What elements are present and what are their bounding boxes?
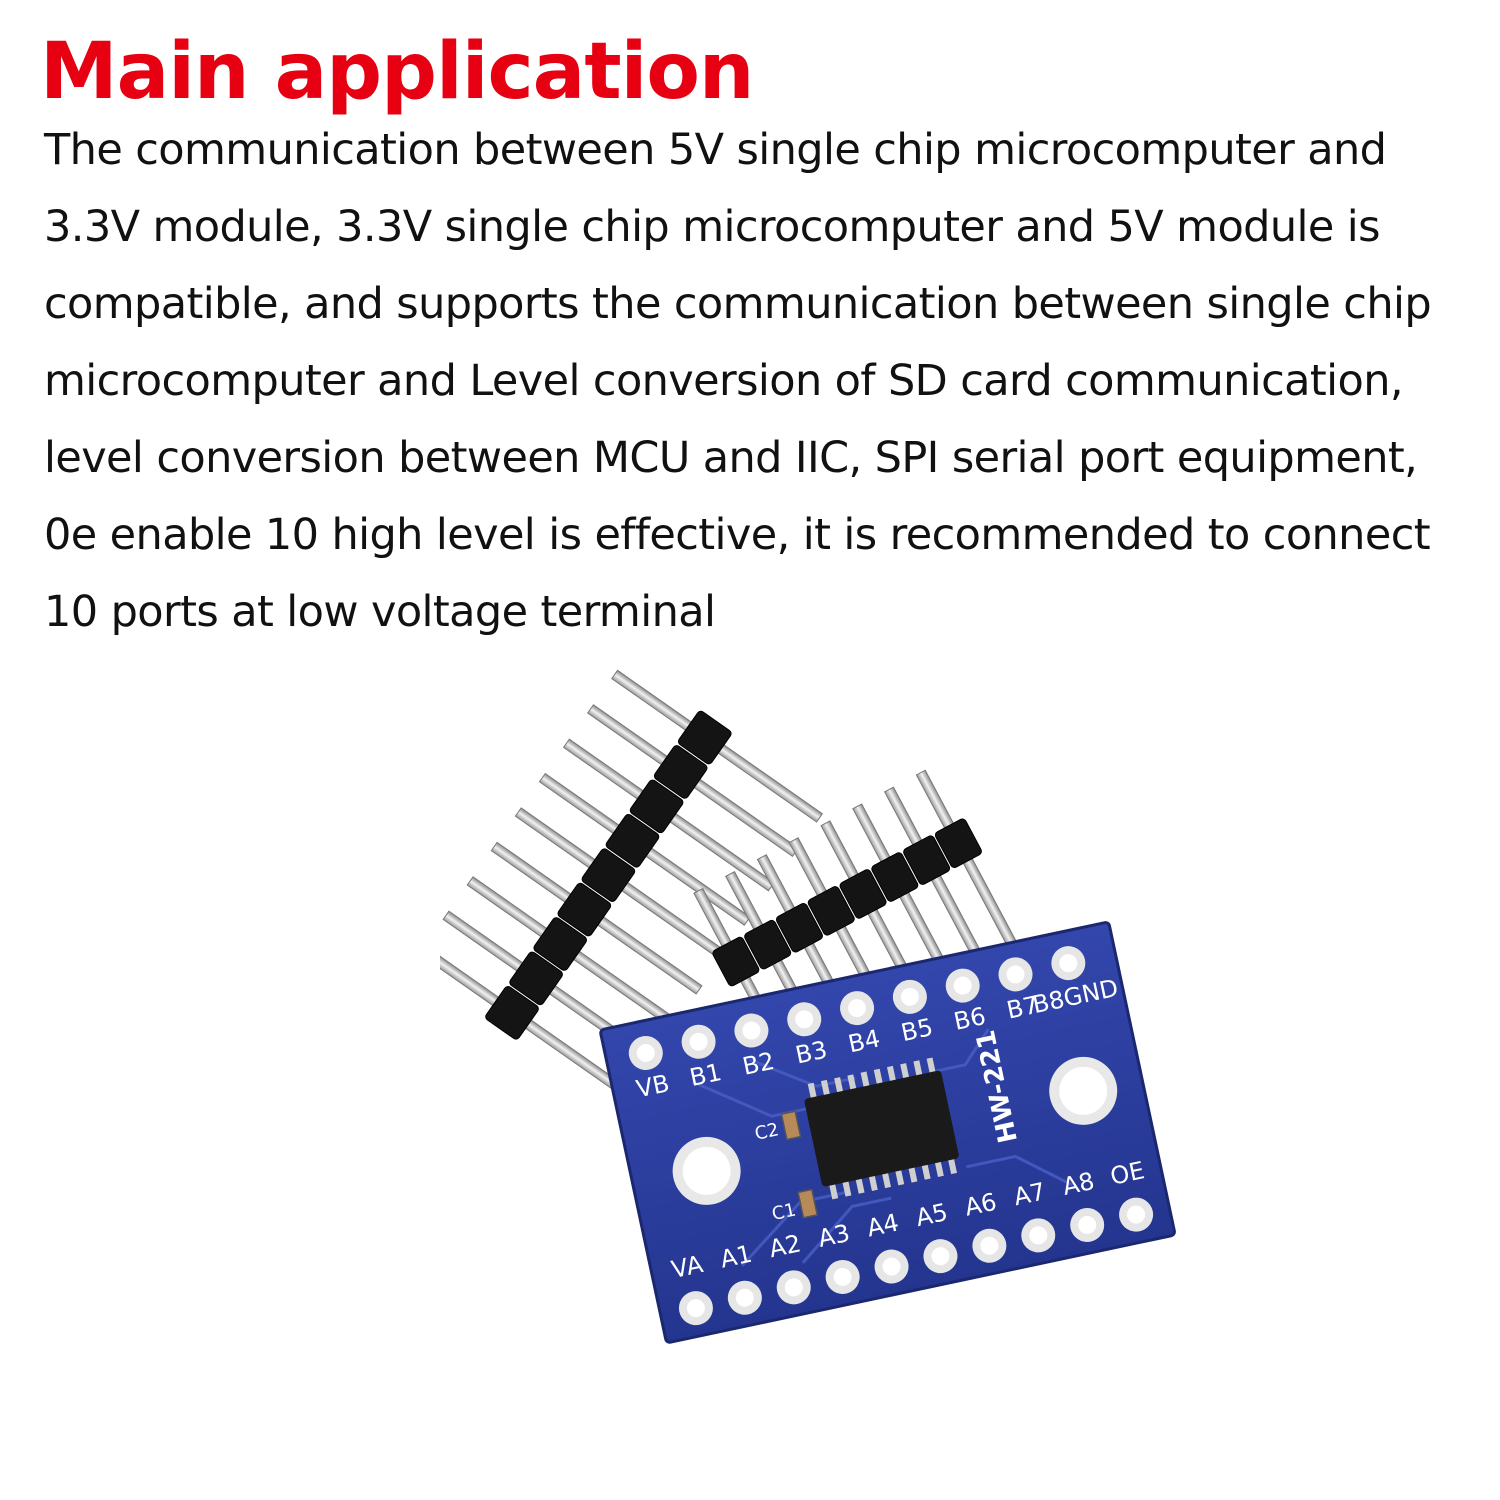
mounting-hole: [1049, 1056, 1118, 1125]
header-block: [485, 986, 539, 1040]
header-block: [934, 818, 982, 868]
pin-label: OE: [1108, 1156, 1147, 1190]
description-line: 10 ports at low voltage terminal: [44, 587, 716, 637]
pin-label: A8: [1060, 1167, 1097, 1201]
capacitor: C1: [770, 1188, 819, 1225]
pin-label: A7: [1011, 1177, 1048, 1211]
chip-leg: [908, 1167, 918, 1183]
description-line: The communication between 5V single chip…: [44, 125, 1387, 175]
header-block: [677, 710, 732, 765]
pin-label: B2: [740, 1047, 777, 1081]
pin-pad: [1051, 946, 1086, 981]
description-line: compatible, and supports the communicati…: [44, 279, 1432, 329]
chip-leg: [900, 1063, 909, 1079]
pin-label: B3: [793, 1036, 830, 1070]
pin-pad: [734, 1013, 769, 1048]
pin-pad: [825, 1259, 860, 1294]
pin-label: A6: [962, 1188, 999, 1222]
description-line: level conversion between MCU and IIC, SP…: [44, 433, 1418, 483]
description: The communication between 5V single chip…: [44, 112, 1464, 651]
header-block: [557, 882, 612, 937]
pin-pad: [892, 979, 927, 1014]
chip-leg: [855, 1178, 865, 1194]
mounting-hole: [672, 1136, 741, 1205]
chip-leg: [869, 1176, 878, 1191]
chip-leg: [860, 1071, 870, 1087]
header-block: [533, 917, 588, 971]
chip-leg: [886, 1065, 896, 1081]
chip-leg: [921, 1164, 931, 1180]
header-block: [581, 848, 636, 902]
description-line: 3.3V module, 3.3V single chip microcompu…: [44, 202, 1381, 252]
chip-leg: [948, 1159, 958, 1175]
pin-label: A5: [913, 1198, 950, 1232]
pin-label: A2: [767, 1229, 804, 1263]
pin-label: A3: [816, 1219, 853, 1253]
description-line: microcomputer and Level conversion of SD…: [44, 356, 1404, 406]
pin-label: B5: [899, 1013, 936, 1047]
pin-pad: [972, 1228, 1007, 1263]
pin-pad: [628, 1035, 663, 1070]
description-line: 0e enable 10 high level is effective, it…: [44, 510, 1431, 560]
chip-leg: [926, 1057, 936, 1073]
pin-label: B1: [687, 1058, 724, 1092]
ic-chip: [804, 1057, 959, 1200]
pin-pad: [776, 1270, 811, 1305]
chip-leg: [895, 1170, 905, 1186]
capacitor-label: C2: [753, 1119, 781, 1145]
chip-leg: [873, 1068, 883, 1084]
chip-leg: [807, 1082, 817, 1098]
pin-pad: [840, 991, 875, 1026]
pin-pad: [923, 1239, 958, 1274]
header-block: [839, 869, 887, 919]
header-block: [775, 903, 823, 953]
chip-leg: [913, 1060, 923, 1076]
pin-pad: [998, 957, 1033, 992]
pin-pad: [874, 1249, 909, 1284]
header-block: [871, 852, 919, 902]
header-block: [653, 745, 708, 799]
chip-leg: [820, 1079, 830, 1095]
pin-label: VA: [669, 1250, 706, 1284]
pin-label: B4: [846, 1024, 883, 1058]
pin-pad: [945, 968, 980, 1003]
chip-leg: [834, 1077, 843, 1093]
header-block: [712, 936, 760, 987]
chip-leg: [842, 1181, 852, 1197]
pin-label: B7: [1004, 991, 1041, 1025]
pin-pad: [787, 1002, 822, 1037]
pin-pad: [1070, 1207, 1105, 1242]
pin-label: VB: [634, 1069, 672, 1103]
header-block: [509, 951, 563, 1006]
header-block: [744, 919, 792, 970]
capacitor: C2: [753, 1110, 802, 1145]
pin-label: A4: [864, 1208, 901, 1242]
chip-leg: [847, 1074, 857, 1090]
header-block: [807, 886, 855, 936]
pin-pad: [678, 1291, 713, 1326]
header-block: [605, 813, 660, 868]
header-block: [629, 779, 684, 834]
header-block: [903, 835, 951, 885]
pin-pad: [727, 1280, 762, 1315]
pin-pad: [1119, 1197, 1154, 1232]
pin-pad: [681, 1024, 716, 1059]
pin-pad: [1021, 1218, 1056, 1253]
chip-leg: [829, 1184, 839, 1200]
chip-leg: [882, 1173, 891, 1189]
page-title: Main application: [40, 27, 754, 117]
pin-label: A1: [718, 1240, 755, 1274]
pin-label: B6: [951, 1002, 988, 1036]
capacitor-label: C1: [770, 1199, 798, 1225]
pin-header-strip: [440, 669, 824, 1098]
chip-leg: [935, 1162, 944, 1177]
